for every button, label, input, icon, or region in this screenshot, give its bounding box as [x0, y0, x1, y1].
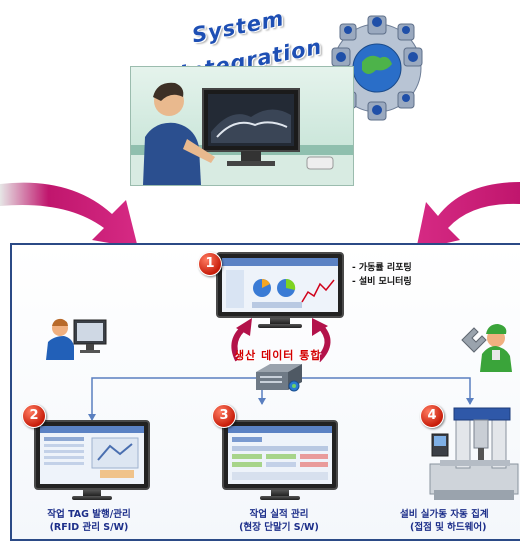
badge-1: 1	[198, 252, 222, 276]
badge-2: 2	[22, 404, 46, 428]
node-2-caption-line1: 작업 TAG 발행/관리	[47, 509, 131, 520]
data-integration-label: 생산 데이터 통합	[234, 349, 322, 362]
node-3-monitor	[222, 420, 338, 500]
node-3-caption-line1: 작업 실적 관리	[249, 509, 309, 520]
cnc-machine-icon	[429, 407, 519, 500]
central-note-1: - 가동률 리포팅	[352, 263, 412, 273]
badge-3: 3	[212, 404, 236, 428]
worker-wrench-icon	[461, 324, 512, 372]
node-3-caption-line2: (현장 단말기 S/W)	[239, 522, 319, 533]
badge-4: 4	[420, 404, 444, 428]
right-flow-arrow	[416, 182, 520, 250]
user-at-computer-icon	[46, 318, 107, 360]
left-flow-arrow	[0, 182, 138, 248]
node-2-monitor	[34, 420, 150, 500]
central-note-2: - 설비 모니터링	[352, 277, 412, 287]
central-dashboard-monitor	[216, 252, 344, 328]
node-4-caption-line1: 설비 실가동 자동 집계	[400, 509, 489, 520]
user-at-computer-illustration	[130, 66, 354, 186]
server-hub-icon	[256, 364, 302, 392]
node-2-caption-line2: (RFID 관리 S/W)	[49, 522, 129, 533]
node-4-caption-line2: (접점 및 하드웨어)	[410, 522, 487, 533]
